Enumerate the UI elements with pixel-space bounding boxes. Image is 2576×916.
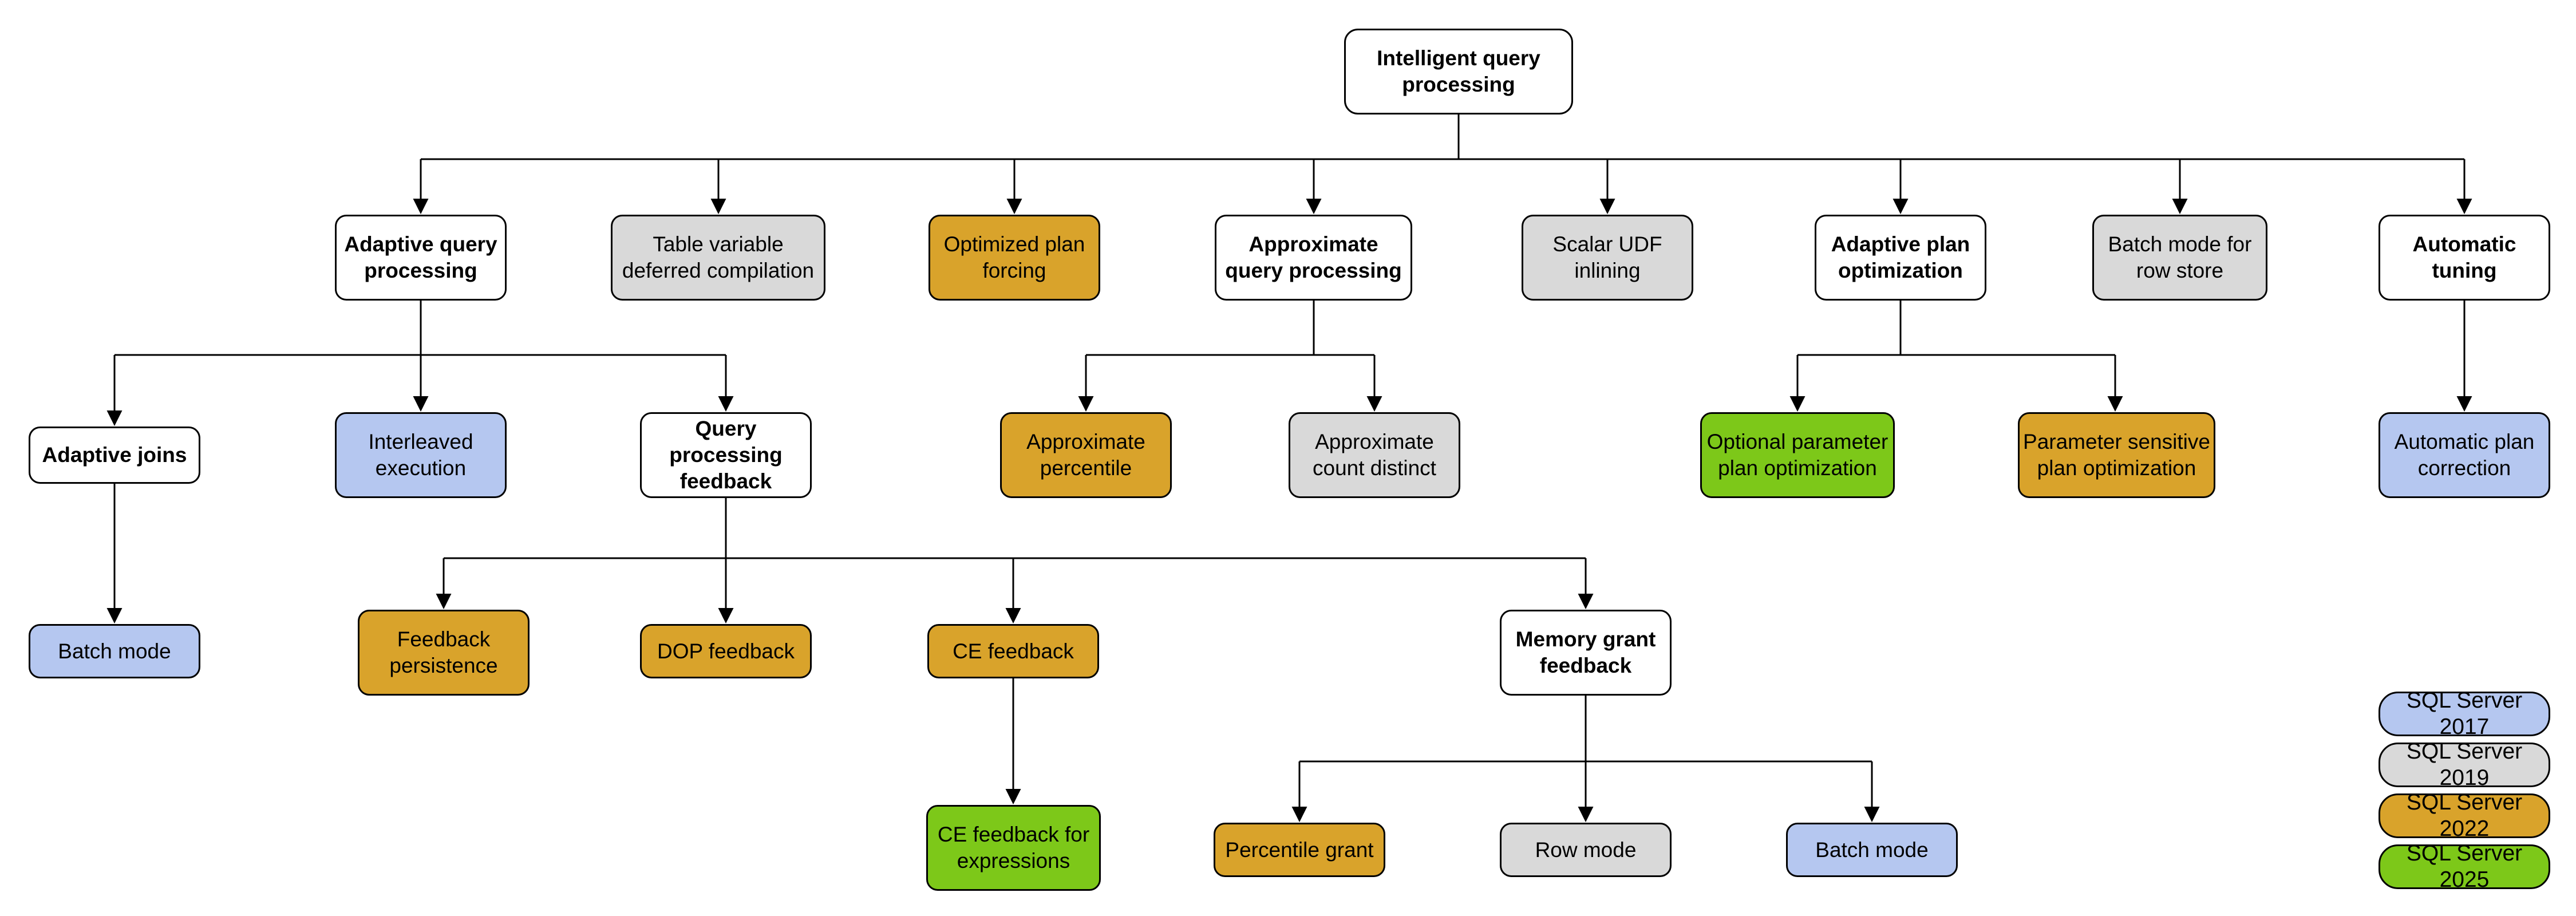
legend-item-sql-server-2022: SQL Server 2022 [2379,790,2550,841]
legend-item-sql-server-2019: SQL Server 2019 [2379,739,2550,790]
node-row-mode: Row mode [1500,823,1672,877]
node-intelligent-query-processing: Intelligent query processing [1344,29,1573,114]
node-feedback-persistence: Feedback persistence [358,610,530,696]
node-parameter-sensitive-plan-optimization: Parameter sensitive plan optimization [2018,412,2215,498]
node-adaptive-query-processing: Adaptive query processing [335,215,507,301]
node-scalar-udf-inlining: Scalar UDF inlining [1522,215,1693,301]
node-optional-parameter-plan-optimization: Optional parameter plan optimization [1700,412,1895,498]
node-memory-grant-feedback: Memory grant feedback [1500,610,1672,696]
node-query-processing-feedback: Query processing feedback [640,412,812,498]
legend-item-sql-server-2017: SQL Server 2017 [2379,688,2550,739]
node-approximate-percentile: Approximate percentile [1000,412,1172,498]
node-percentile-grant: Percentile grant [1214,823,1385,877]
node-ce-feedback-for-expressions: CE feedback for expressions [926,805,1101,891]
node-optimized-plan-forcing: Optimized plan forcing [929,215,1100,301]
node-adaptive-joins: Adaptive joins [29,427,200,484]
node-adaptive-plan-optimization: Adaptive plan optimization [1815,215,1986,301]
node-automatic-tuning: Automatic tuning [2379,215,2550,301]
node-batch-mode-adaptive-joins: Batch mode [29,624,200,678]
legend-item-sql-server-2025: SQL Server 2025 [2379,841,2550,892]
node-table-variable-deferred-compilation: Table variable deferred compilation [611,215,825,301]
node-interleaved-execution: Interleaved execution [335,412,507,498]
node-batch-mode-memory-grant: Batch mode [1786,823,1958,877]
node-batch-mode-for-row-store: Batch mode for row store [2092,215,2267,301]
node-approximate-query-processing: Approximate query processing [1215,215,1412,301]
node-dop-feedback: DOP feedback [640,624,812,678]
node-ce-feedback: CE feedback [927,624,1099,678]
node-automatic-plan-correction: Automatic plan correction [2379,412,2550,498]
node-approximate-count-distinct: Approximate count distinct [1289,412,1460,498]
